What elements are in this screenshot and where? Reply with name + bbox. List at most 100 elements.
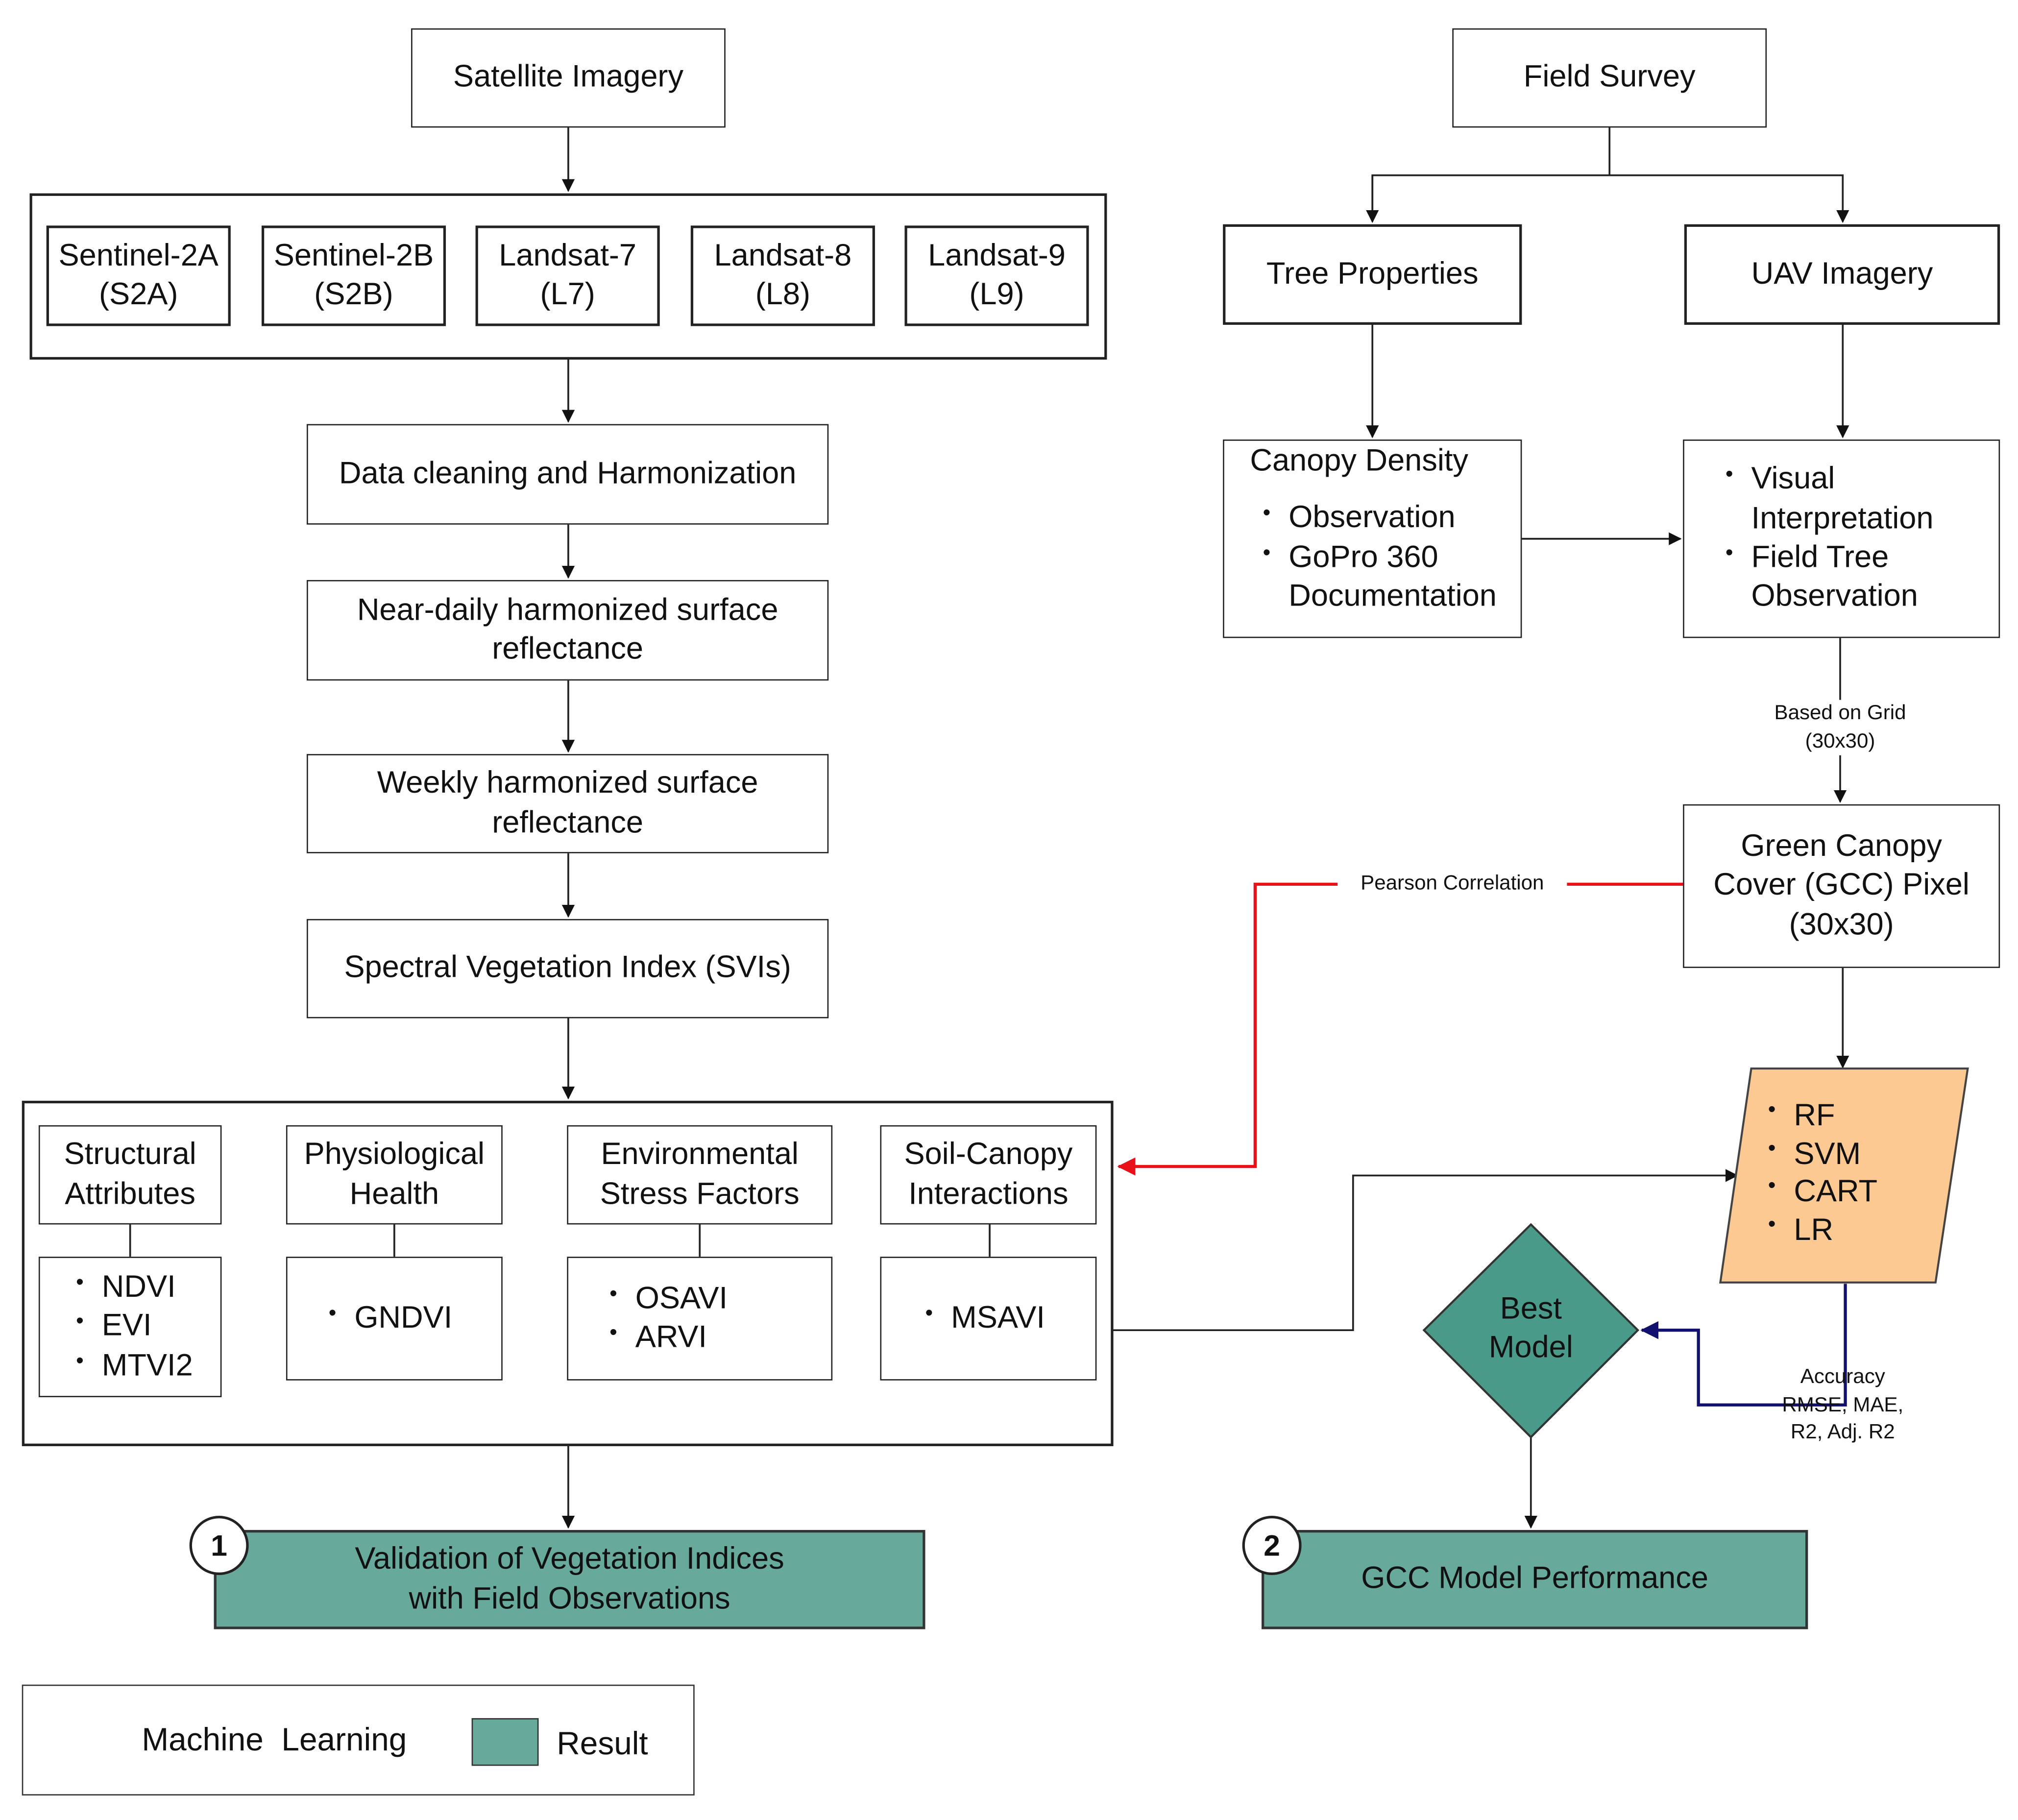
index-gndvi: GNDVI [326,1299,453,1338]
category-structural-box: Structural Attributes [38,1125,222,1225]
result-2-number: 2 [1264,1528,1280,1562]
sensor-l7-name: Landsat-7 [499,238,637,273]
accuracy-metrics-2: R2, Adj. R2 [1790,1422,1895,1444]
sensor-l7-box: Landsat-7 (L7) [475,225,660,326]
legend-result-label: Result [557,1725,648,1762]
accuracy-title: Accuracy [1800,1366,1885,1388]
arrow-indices-to-ml [1112,1169,1739,1332]
arrow-pearson-correlation [1117,882,1683,1176]
uav-visual-interpretation: Visual Interpretation [1723,460,1999,538]
indices-environmental-list: OSAVI ARVI [607,1279,728,1358]
legend-box [22,1684,695,1796]
satellite-imagery-box: Satellite Imagery [411,28,726,128]
near-daily-label: Near-daily harmonized surface reflectanc… [357,592,778,667]
ml-svm: SVM [1765,1135,1877,1173]
canopy-density-title: Canopy Density [1250,443,1468,479]
legend-result-swatch [471,1718,539,1766]
field-survey-box: Field Survey [1452,28,1767,128]
field-survey-label: Field Survey [1523,59,1696,95]
canopy-gopro: GoPro 360 Documentation [1260,539,1520,617]
sensor-s2a-code: (S2A) [99,277,178,312]
accuracy-label: Accuracy RMSE, MAE, R2, Adj. R2 [1765,1364,1920,1447]
result-1-number: 1 [211,1528,227,1562]
canopy-density-list: Observation GoPro 360 Documentation [1250,499,1520,617]
index-evi: EVI [73,1308,193,1347]
ml-rf: RF [1765,1097,1877,1135]
result-2-label: GCC Model Performance [1361,1561,1708,1596]
indices-structural-list: NDVI EVI MTVI2 [73,1268,193,1385]
sensor-l7-code: (L7) [540,277,595,312]
index-msavi: MSAVI [923,1299,1045,1338]
result-1-box: Validation of Vegetation Indices with Fi… [214,1529,925,1629]
best-model-diamond [1422,1223,1640,1439]
grid-label: Based on Grid (30x30) [1755,700,1925,756]
sensor-s2b-code: (S2B) [314,277,393,312]
svi-label: Spectral Vegetation Index (SVIs) [344,950,791,985]
index-mtvi2: MTVI2 [73,1347,193,1386]
result-2-number-badge: 2 [1242,1516,1302,1576]
data-cleaning-box: Data cleaning and Harmonization [307,424,829,525]
sensor-s2a-box: Sentinel-2A (S2A) [46,225,231,326]
category-environmental-box: Environmental Stress Factors [567,1125,833,1225]
tree-properties-label: Tree Properties [1266,256,1479,291]
sensor-s2a-name: Sentinel-2A [58,238,219,273]
grid-label-line1: Based on Grid [1774,702,1906,725]
data-cleaning-label: Data cleaning and Harmonization [339,456,797,491]
sensor-l9-box: Landsat-9 (L9) [904,225,1089,326]
weekly-box: Weekly harmonized surface reflectance [307,754,829,853]
vegetation-indices-group [22,1100,1114,1446]
grid-label-line2: (30x30) [1805,730,1875,752]
index-arvi: ARVI [607,1318,728,1358]
legend-ml-label: Machine Learning [142,1722,407,1758]
near-daily-box: Near-daily harmonized surface reflectanc… [307,580,829,681]
satellite-imagery-label: Satellite Imagery [453,59,684,95]
ml-methods: RF SVM CART LR [1765,1097,1877,1249]
gcc-pixel-label: Green Canopy Cover (GCC) Pixel (30x30) [1713,828,1969,942]
arrow-accuracy [1640,1284,1847,1407]
result-2-box: GCC Model Performance [1262,1529,1808,1629]
index-osavi: OSAVI [607,1279,728,1318]
category-structural-label: Structural Attributes [64,1137,196,1211]
canopy-density-box: Canopy Density Observation GoPro 360 Doc… [1223,439,1522,638]
sensor-l8-code: (L8) [755,277,811,312]
gcc-pixel-box: Green Canopy Cover (GCC) Pixel (30x30) [1683,804,2000,968]
indices-environmental-box: OSAVI ARVI [567,1257,833,1381]
category-physiological-box: Physiological Health [286,1125,503,1225]
category-environmental-label: Environmental Stress Factors [600,1137,800,1211]
indices-soil-box: MSAVI [880,1257,1097,1381]
sensor-l8-name: Landsat-8 [714,238,852,273]
uav-imagery-box: UAV Imagery [1684,224,2000,325]
indices-physiological-box: GNDVI [286,1257,503,1381]
sensor-l9-code: (L9) [969,277,1024,312]
uav-interpretation-list: Visual Interpretation Field Tree Observa… [1723,460,1999,617]
pearson-correlation-label: Pearson Correlation [1337,870,1567,898]
indices-structural-box: NDVI EVI MTVI2 [38,1257,222,1397]
arrow-field-split [1371,126,1843,222]
indices-physiological-list: GNDVI [326,1299,453,1338]
result-1-number-badge: 1 [189,1516,249,1576]
ml-methods-list: RF SVM CART LR [1765,1097,1877,1249]
index-ndvi: NDVI [73,1268,193,1307]
best-model-text: Best Model [1488,1291,1573,1366]
accuracy-metrics-1: RMSE, MAE, [1782,1394,1904,1416]
category-soil-box: Soil-Canopy Interactions [880,1125,1097,1225]
sensor-l8-box: Landsat-8 (L8) [690,225,875,326]
category-physiological-label: Physiological Health [304,1137,485,1211]
best-model-label: Best Model [1454,1290,1608,1369]
sensor-s2b-name: Sentinel-2B [273,238,434,273]
category-soil-label: Soil-Canopy Interactions [904,1137,1073,1211]
sensor-l9-name: Landsat-9 [928,238,1066,273]
sensor-s2b-box: Sentinel-2B (S2B) [261,225,446,326]
tree-properties-box: Tree Properties [1223,224,1522,325]
weekly-label: Weekly harmonized surface reflectance [377,765,758,840]
result-1-label: Validation of Vegetation Indices with Fi… [355,1541,784,1616]
canopy-observation: Observation [1260,499,1520,538]
uav-field-tree-observation: Field Tree Observation [1723,539,1999,617]
svi-box: Spectral Vegetation Index (SVIs) [307,919,829,1019]
ml-cart: CART [1765,1173,1877,1211]
uav-interpretation-box: Visual Interpretation Field Tree Observa… [1683,439,2000,638]
satellite-sensors-group [29,193,1107,360]
uav-imagery-label: UAV Imagery [1751,256,1933,291]
ml-lr: LR [1765,1211,1877,1249]
